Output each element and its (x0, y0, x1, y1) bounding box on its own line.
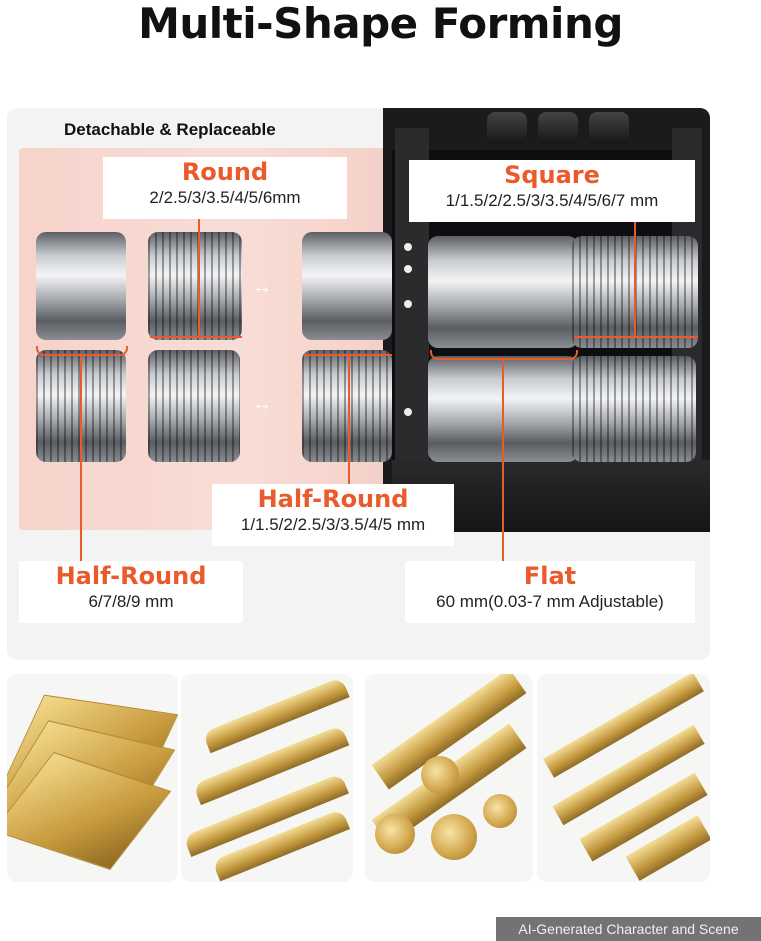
square-sizes: 1/1.5/2/2.5/3/3.5/4/5/6/7 mm (445, 191, 659, 210)
half-round-small-pointer-line (348, 354, 350, 484)
flat-title: Flat (523, 562, 577, 590)
square-bars-image (537, 674, 710, 882)
flat-bracket (430, 350, 578, 360)
frame-hole (404, 300, 412, 308)
half-round-large-label: Half-Round 6/7/8/9 mm (19, 561, 243, 623)
frame-hole (404, 243, 412, 251)
plain-roller (36, 232, 126, 340)
round-rod-end (431, 814, 477, 860)
round-label: Round 2/2.5/3/3.5/4/5/6mm (103, 157, 347, 219)
round-rod-end (421, 756, 459, 794)
frame-hole (404, 265, 412, 273)
square-bracket-line (574, 336, 698, 338)
brass-sheet-image (7, 674, 178, 882)
detachable-label: Detachable & Replaceable (64, 120, 276, 139)
half-round-small-sizes: 1/1.5/2/2.5/3/3.5/4/5 mm (240, 515, 426, 534)
flat-label: Flat 60 mm(0.03-7 mm Adjustable) (405, 561, 695, 623)
round-bracket-line (150, 336, 242, 338)
half-round-rods-image (181, 674, 353, 882)
adjust-knob-icon (487, 112, 527, 144)
lower-square-roller (572, 356, 696, 462)
ai-generated-watermark: AI-Generated Character and Scene (496, 917, 761, 941)
frame-hole (404, 408, 412, 416)
half-round-large-pointer-line (80, 356, 82, 562)
round-sizes: 2/2.5/3/3.5/4/5/6mm (149, 188, 301, 207)
square-bar (543, 674, 704, 778)
half-round-large-bracket (36, 346, 128, 356)
page-title: Multi-Shape Forming (138, 0, 623, 48)
groove-roller (148, 350, 240, 462)
half-round-large-title: Half-Round (55, 562, 207, 590)
adjust-knob-icon (589, 112, 629, 144)
half-round-small-title: Half-Round (257, 485, 409, 513)
flat-pointer-line (502, 358, 504, 562)
round-title: Round (181, 158, 269, 186)
round-rods-image (365, 674, 533, 882)
swap-arrow-icon: ↔ (252, 276, 272, 298)
upper-flat-roller (428, 236, 578, 348)
round-rod-end (375, 814, 415, 854)
square-pointer-line (634, 218, 636, 336)
half-round-large-sizes: 6/7/8/9 mm (88, 592, 174, 611)
flat-sizes: 60 mm(0.03-7 mm Adjustable) (436, 592, 664, 611)
round-groove-roller (148, 232, 242, 340)
swap-arrow-icon: ↔ (252, 393, 272, 415)
adjust-knob-icon (538, 112, 578, 144)
square-title: Square (504, 161, 600, 189)
square-label: Square 1/1.5/2/2.5/3/3.5/4/5/6/7 mm (409, 160, 695, 222)
half-round-small-label: Half-Round 1/1.5/2/2.5/3/3.5/4/5 mm (212, 484, 454, 546)
half-round-small-roller (302, 350, 392, 462)
plain-roller-right (302, 232, 392, 340)
round-rod-end (483, 794, 517, 828)
round-pointer-line (198, 218, 200, 336)
